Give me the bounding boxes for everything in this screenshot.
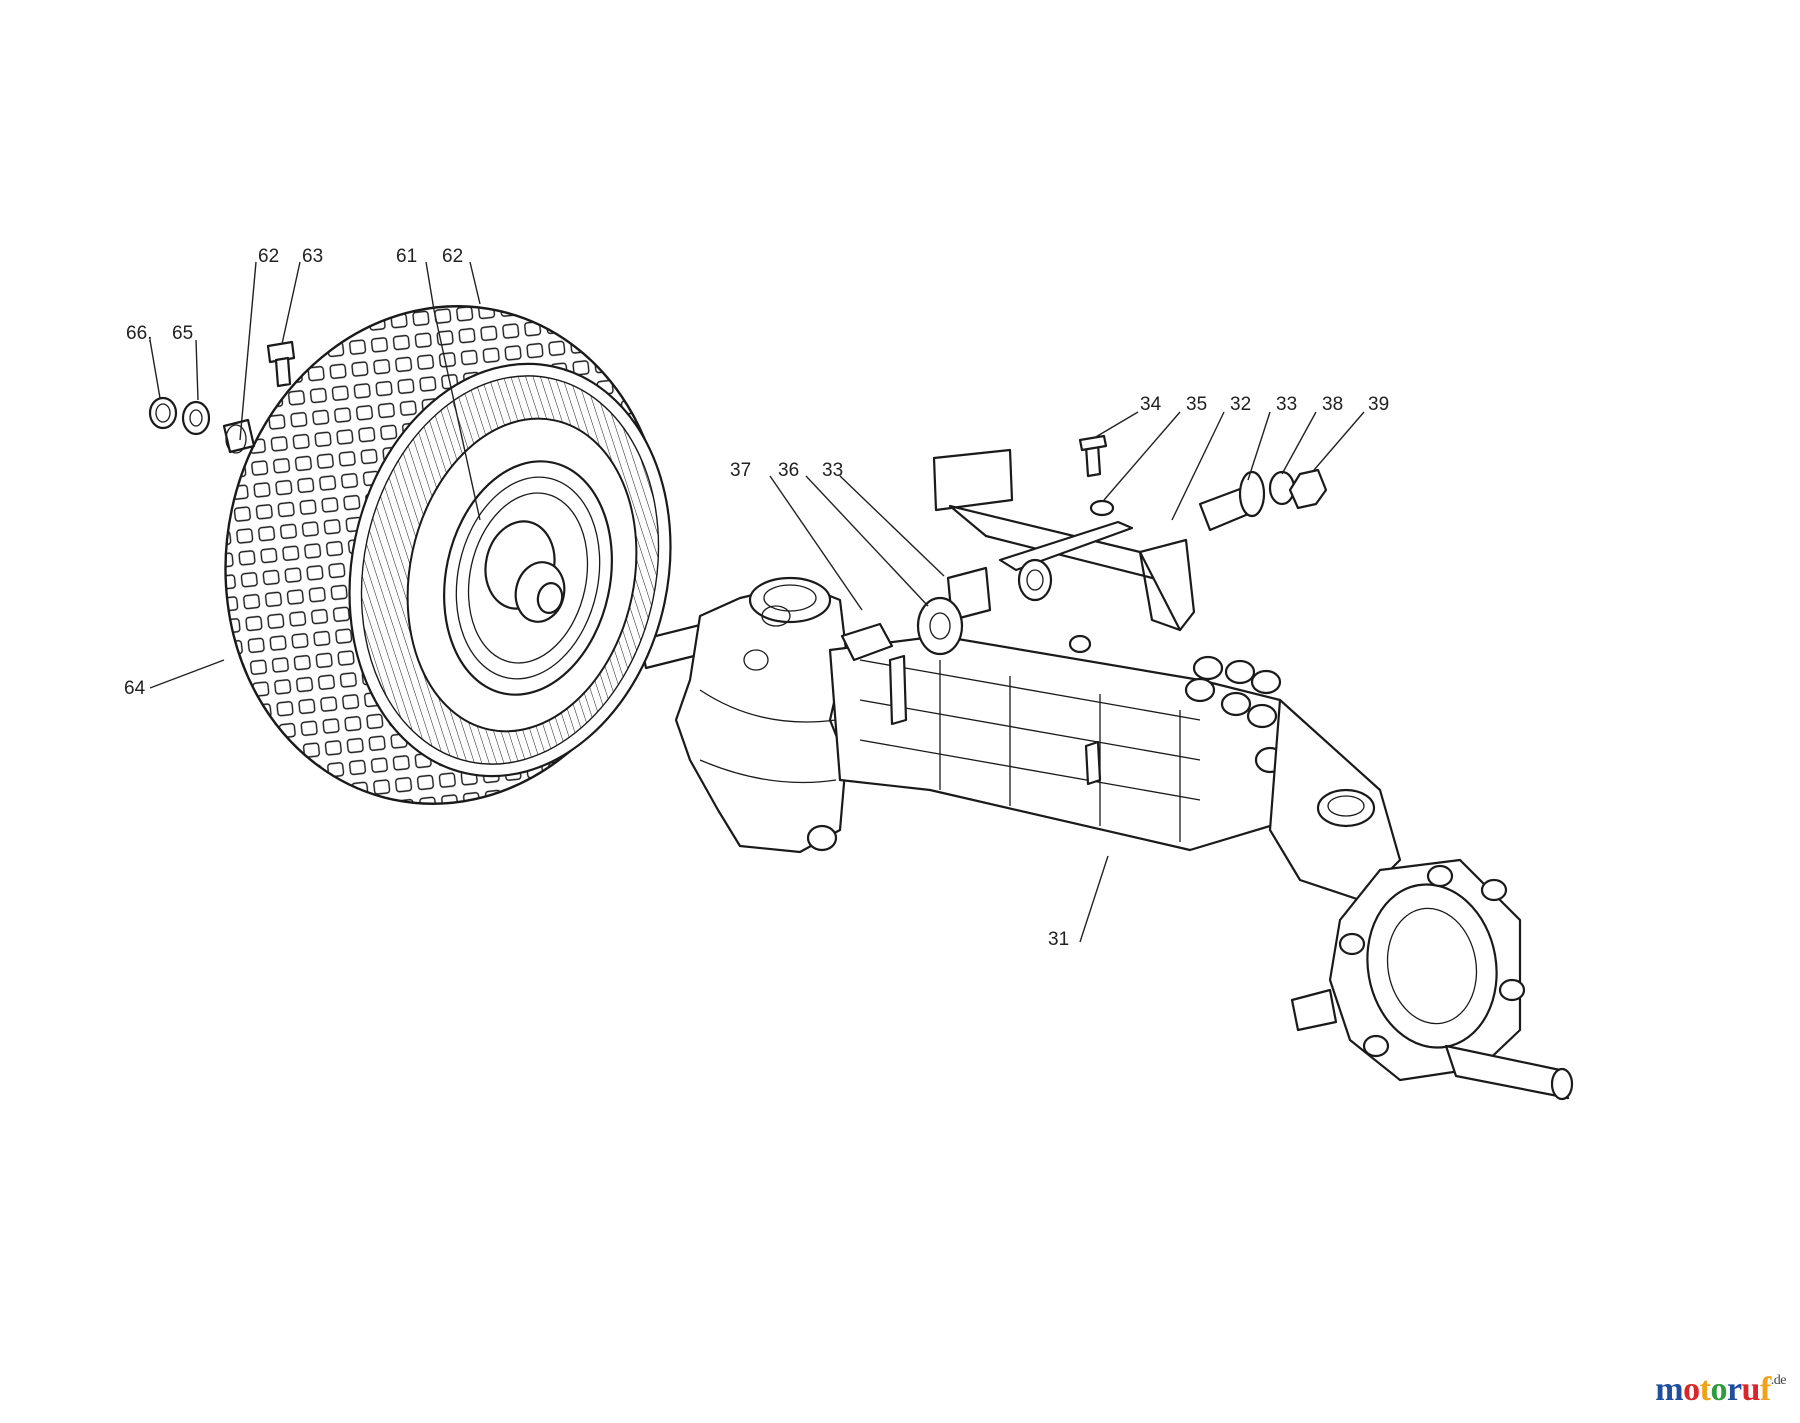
callout-32: 32 [1230, 394, 1251, 415]
transaxle-housing [674, 576, 1292, 854]
callout-31: 31 [1048, 929, 1069, 950]
hub-hardware [148, 340, 296, 454]
watermark-letter: f [1759, 1371, 1771, 1408]
leader-lines [149, 261, 1365, 943]
watermark-letter: t [1699, 1371, 1711, 1408]
callout-39: 39 [1368, 394, 1389, 415]
callout-38: 38 [1322, 394, 1343, 415]
callout-33-left: 33 [822, 460, 843, 481]
right-gear-housing [1268, 698, 1574, 1101]
callout-63: 63 [302, 246, 323, 267]
watermark-suffix: .de [1770, 1373, 1787, 1388]
wheel-assembly [224, 305, 672, 805]
watermark-letter: u [1741, 1371, 1761, 1408]
callout-66: 66, [126, 323, 152, 344]
callout-34: 34 [1140, 394, 1162, 415]
callout-64: 64 [124, 678, 146, 699]
callout-35: 35 [1186, 394, 1207, 415]
motoruf-watermark-logo: motoruf.de [1655, 1371, 1786, 1409]
watermark-letter: o [1683, 1371, 1700, 1408]
callout-62-upper-right: 62 [442, 246, 463, 267]
watermark-letter: m [1655, 1371, 1684, 1408]
callout-36: 36 [778, 460, 799, 481]
callout-62-upper-left: 62 [258, 246, 279, 267]
watermark-letter: o [1710, 1371, 1727, 1408]
callout-33-right: 33 [1276, 394, 1297, 415]
callout-65: 65 [172, 323, 193, 344]
callout-labels: 66, 65 62 63 61 62 64 37 36 33 34 35 32 … [124, 246, 1389, 950]
mounting-bracket [932, 434, 1328, 632]
callout-61: 61 [396, 246, 417, 267]
watermark-letter: r [1726, 1371, 1742, 1408]
callout-37: 37 [730, 460, 751, 481]
